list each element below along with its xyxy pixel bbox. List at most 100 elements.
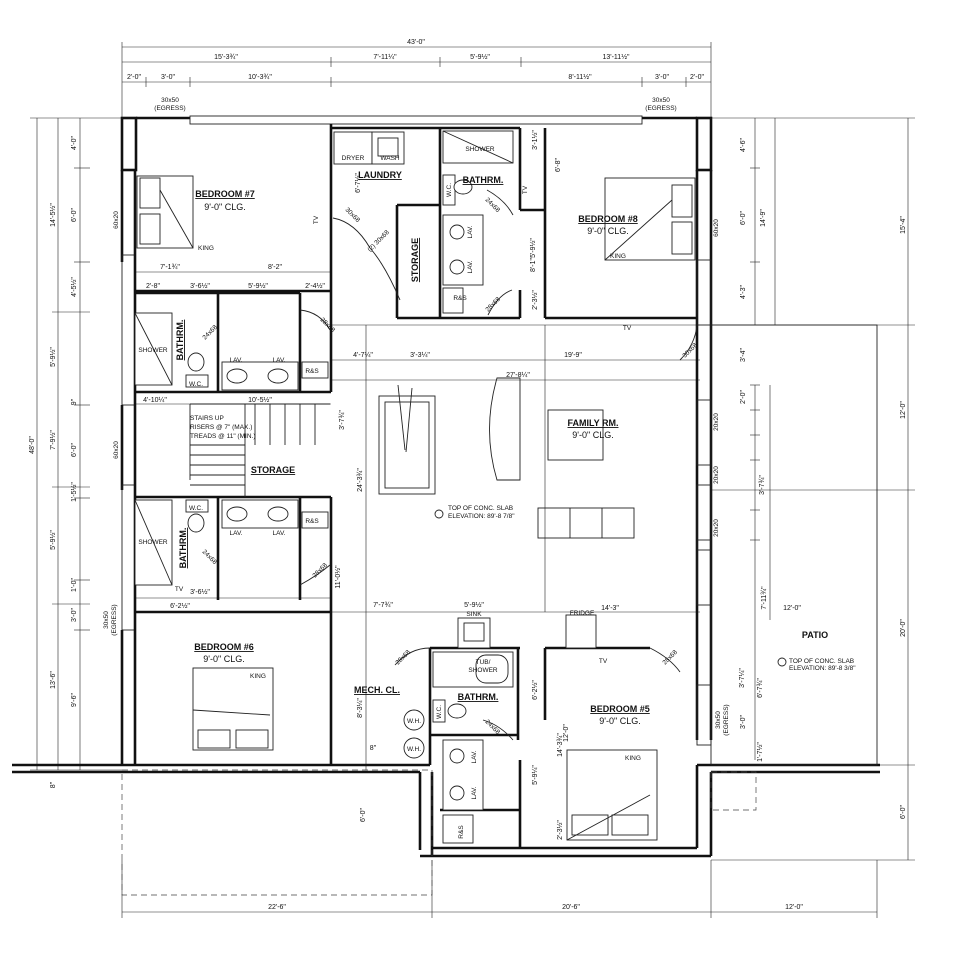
elevation-marker-1 [434, 509, 444, 519]
laundry-title: LAUNDRY [358, 170, 402, 180]
dim-i36: 6'-0" [360, 808, 367, 822]
bathroom-5-title: BATHRM. [458, 692, 499, 702]
bathroom-6-title: BATHRM. [178, 528, 188, 569]
dim-i22: 8'-3¼" [357, 698, 364, 718]
bedroom-7-bed: KING [198, 245, 214, 252]
egress-window-7b: (EGRESS) [154, 105, 185, 112]
door-mech: 28x68 [394, 649, 412, 667]
lav-8a-label: LAV. [467, 225, 474, 238]
door-bath-6: 24x68 [201, 548, 219, 566]
shower-8-label: SHOWER [465, 146, 495, 153]
stairs-label-2: RISERS @ 7" (MAX.) [190, 424, 252, 431]
dim-i33: 12'-0" [563, 724, 570, 742]
storage-top-title: STORAGE [410, 238, 420, 282]
dim-l8: 6'-0" [71, 443, 78, 457]
tv-5-label: TV [599, 658, 608, 665]
dim-i41: 3'-7¾" [759, 475, 766, 495]
dim-l10: 5'-9½" [49, 530, 57, 550]
dim-i4: 5'-9½" [248, 282, 268, 290]
bedroom-8-bed: KING [610, 253, 626, 260]
dim-i37: 3'-7¾" [339, 410, 346, 430]
dim-top-b: 7'-11¼" [373, 54, 397, 61]
lav-7a-label: LAV. [229, 357, 242, 364]
egress-window-8: 30x50 [652, 97, 670, 104]
door-6: 28x68 [311, 562, 329, 580]
dim-r6: 3'-4" [740, 348, 747, 362]
tv-6-label: TV [175, 586, 184, 593]
dim-l9: 1'-5½" [70, 482, 78, 502]
bedroom-8-title: BEDROOM #8 [578, 214, 638, 224]
dim-i3: 3'-6½" [190, 282, 210, 290]
window-7: 60x20 [113, 211, 120, 229]
dim-t3: 10'-3¾" [248, 74, 272, 81]
bedroom-6-bed: KING [250, 673, 266, 680]
rs-7-label: R&S [305, 368, 319, 375]
dim-i24: 6'-8" [555, 158, 562, 172]
bedroom-6-ceiling: 9'-0" CLG. [203, 654, 244, 664]
dim-l13: 13'-6" [50, 671, 57, 689]
dim-top-c: 5'-9½" [470, 53, 490, 61]
dim-i38: 6'-7¾" [757, 678, 764, 698]
bedroom-5-ceiling: 9'-0" CLG. [599, 716, 640, 726]
dim-i32: 14'-3¾" [557, 733, 564, 757]
dim-i19: 6'-2½" [170, 602, 190, 610]
rs-6-label: R&S [305, 518, 319, 525]
egress-window-5b: (EGRESS) [723, 704, 730, 735]
dim-i20: 11'-0½" [334, 565, 342, 589]
dim-r3: 4'-3" [740, 285, 747, 299]
bathroom-8-title: BATHRM. [463, 175, 504, 185]
washer-label: WASH [380, 155, 400, 162]
door-laundry: 30x68 [344, 206, 362, 224]
slab-elevation-1: ELEVATION: 89'-8 7/8" [448, 513, 515, 520]
dim-i14: 7'-7¾" [373, 602, 393, 609]
dim-t2: 3'-0" [161, 74, 175, 81]
bedroom-5-title: BEDROOM #5 [590, 704, 650, 714]
dim-i2: 8'-2" [268, 264, 282, 271]
dim-i23: 8'-1" [530, 258, 537, 272]
mech-closet-title: MECH. CL. [354, 685, 400, 695]
tub-label-2: SHOWER [468, 667, 498, 674]
door-bath-5: 24x68 [484, 718, 502, 736]
water-heater-2: W.H. [407, 746, 421, 753]
dim-l14: 9'-6" [71, 693, 78, 707]
window-family-3: 20x20 [713, 519, 720, 537]
slab-label-1: TOP OF CONC. SLAB [448, 505, 513, 512]
dim-i29: 2'-3½" [531, 290, 539, 310]
sink-label: SINK [466, 611, 482, 618]
egress-window-5: 30x50 [715, 711, 722, 729]
family-room-title: FAMILY RM. [567, 418, 618, 428]
dim-i21: 3'-7¼" [739, 668, 746, 688]
bedroom-6-title: BEDROOM #6 [194, 642, 254, 652]
water-heater-1: W.H. [407, 718, 421, 725]
tv-7-label: TV [313, 215, 320, 224]
dim-i5: 2'-4½" [305, 282, 325, 290]
dim-i39: 1'-7½" [756, 742, 764, 762]
dim-r7: 12'-0" [900, 401, 907, 419]
dim-l7: 7'-9½" [49, 430, 57, 450]
slab-elevation-2: ELEVATION: 89'-8 3/8" [789, 665, 856, 672]
dim-i40: 3'-0" [740, 715, 747, 729]
dim-i34: 2'-3½" [556, 820, 564, 840]
dim-l2: 6'-0" [71, 208, 78, 222]
rs-8-label: R&S [453, 295, 467, 302]
lav-6b-label: LAV. [272, 530, 285, 537]
dryer-label: DRYER [342, 155, 365, 162]
tv-8-label: TV [623, 325, 632, 332]
dim-i9: 19'-9" [564, 352, 582, 359]
dim-i8: 3'-3¼" [410, 352, 430, 359]
wc-7-label: W.C. [189, 381, 203, 388]
dim-i27: 6'-7½" [354, 173, 362, 193]
wc-6-label: W.C. [189, 505, 203, 512]
storage-mid-title: STORAGE [251, 465, 295, 475]
egress-window-6: 30x50 [103, 611, 110, 629]
dimension-text: 43'-0" 15'-3¾" 7'-11¼" 5'-9½" 13'-11½" 2… [29, 39, 907, 911]
rs-5-label: R&S [458, 825, 465, 839]
dim-i12: 10'-5½" [248, 396, 272, 404]
patio-title: PATIO [802, 630, 828, 640]
lav-5a-label: LAV. [471, 750, 478, 763]
egress-window-6b: (EGRESS) [111, 604, 118, 635]
door-bath-7: 24x68 [201, 324, 219, 342]
tub-label: TUB/ [476, 659, 491, 666]
bedroom-8-ceiling: 9'-0" CLG. [587, 226, 628, 236]
dim-b2: 20'-6" [562, 904, 580, 911]
